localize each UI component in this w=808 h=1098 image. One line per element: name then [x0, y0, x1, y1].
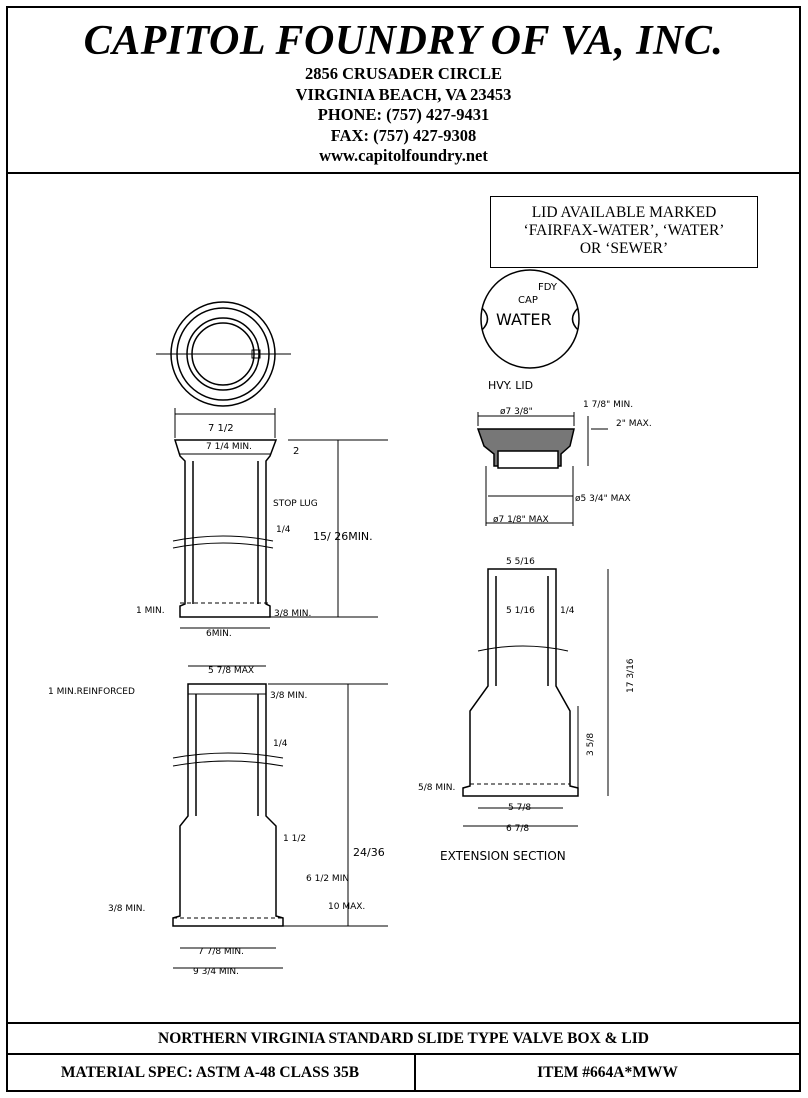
ext-caption: EXTENSION SECTION	[440, 849, 566, 863]
lid-center-text: WATER	[496, 310, 552, 329]
lower-max-bell: 10 MAX.	[328, 902, 365, 912]
lower-shoulder: 1 1/2	[283, 834, 306, 844]
technical-drawing: CAP FDY WATER HVY. LID ø7 3/8" 1 7/8" MI…	[8, 176, 799, 1022]
ext-top-dim: 5 5/16	[506, 557, 535, 567]
ext-length: 17 3/16	[626, 658, 636, 693]
note-line-2: ‘FAIRFAX-WATER’, ‘WATER’	[523, 222, 725, 239]
lid-caption: HVY. LID	[488, 379, 533, 392]
lower-bell-length: 6 1/2 MIN	[306, 874, 349, 884]
upper-section	[172, 408, 388, 629]
upper-wall: 1/4	[276, 525, 291, 535]
upper-top-inner: 7 1/4 MIN.	[206, 442, 252, 452]
header: CAPITOL FOUNDRY OF VA, INC. 2856 CRUSADE…	[6, 6, 801, 174]
company-name: CAPITOL FOUNDRY OF VA, INC.	[83, 18, 724, 64]
lid-section	[476, 412, 608, 526]
lid-dim-outer-bottom: ø7 1/8" MAX	[493, 515, 549, 525]
ext-wall: 1/4	[560, 606, 575, 616]
lower-flange: 3/8 MIN.	[108, 904, 145, 914]
note-line-3: OR ‘SEWER’	[579, 240, 669, 257]
lower-inner-bottom: 7 7/8 MIN.	[198, 947, 244, 957]
material-spec: MATERIAL SPEC: ASTM A-48 CLASS 35B	[6, 1055, 416, 1090]
lid-dim-height-max: 2" MAX.	[616, 419, 652, 429]
address-line-1: 2856 CRUSADER CIRCLE	[304, 64, 503, 83]
lower-section	[172, 665, 388, 969]
lower-wall: 1/4	[273, 739, 288, 749]
upper-bottom-flange: 3/8 MIN.	[274, 609, 311, 619]
upper-bottom-width: 6MIN.	[206, 629, 232, 639]
lid-top-text-left: CAP	[518, 295, 538, 306]
ext-outer-bottom: 6 7/8	[506, 824, 529, 834]
upper-bottom-lip: 1 MIN.	[136, 606, 165, 616]
extension-section	[462, 568, 609, 827]
lid-top-text-right: FDY	[538, 282, 558, 293]
drawing-title: NORTHERN VIRGINIA STANDARD SLIDE TYPE VA…	[6, 1022, 801, 1055]
lower-outer-bottom: 9 3/4 MIN.	[193, 967, 239, 977]
spec-bar: MATERIAL SPEC: ASTM A-48 CLASS 35B ITEM …	[6, 1055, 801, 1092]
address-line-2: VIRGINIA BEACH, VA 23453	[295, 84, 512, 104]
lid-dim-height-min: 1 7/8" MIN.	[583, 400, 633, 410]
lower-reinforced: 1 MIN.REINFORCED	[48, 687, 135, 697]
top-view-ring	[156, 301, 291, 407]
fax: FAX: (757) 427-9308	[330, 125, 477, 145]
phone: PHONE: (757) 427-9431	[317, 105, 490, 124]
ext-bell: 3 5/8	[586, 733, 596, 756]
stop-lug-label: STOP LUG	[273, 499, 318, 509]
ext-flange: 5/8 MIN.	[418, 783, 455, 793]
sheet-border	[6, 6, 801, 1092]
upper-length: 15/ 26MIN.	[313, 530, 373, 543]
item-number: ITEM #664A*MWW	[537, 1064, 678, 1081]
note-line-1: LID AVAILABLE MARKED	[531, 204, 717, 221]
lid-marking-note: LID AVAILABLE MARKED ‘FAIRFAX-WATER’, ‘W…	[490, 196, 758, 268]
drawing-canvas: CAP FDY WATER HVY. LID ø7 3/8" 1 7/8" MI…	[48, 269, 652, 977]
lid-dim-inner: ø5 3/4" MAX	[575, 494, 631, 504]
lower-overall: 24/36	[353, 846, 385, 859]
upper-collar: 2	[293, 446, 299, 457]
website-link[interactable]: www.capitolfoundry.net	[319, 146, 488, 165]
lower-top-dim: 5 7/8 MAX	[208, 666, 254, 676]
ext-inner-dim: 5 1/16	[506, 606, 535, 616]
lid-dim-outer-top: ø7 3/8"	[500, 407, 533, 417]
lid-top-view	[480, 269, 580, 369]
ext-inner-bottom: 5 7/8	[508, 803, 531, 813]
lower-top-wall: 3/8 MIN.	[270, 691, 307, 701]
upper-top-width: 7 1/2	[208, 423, 234, 434]
